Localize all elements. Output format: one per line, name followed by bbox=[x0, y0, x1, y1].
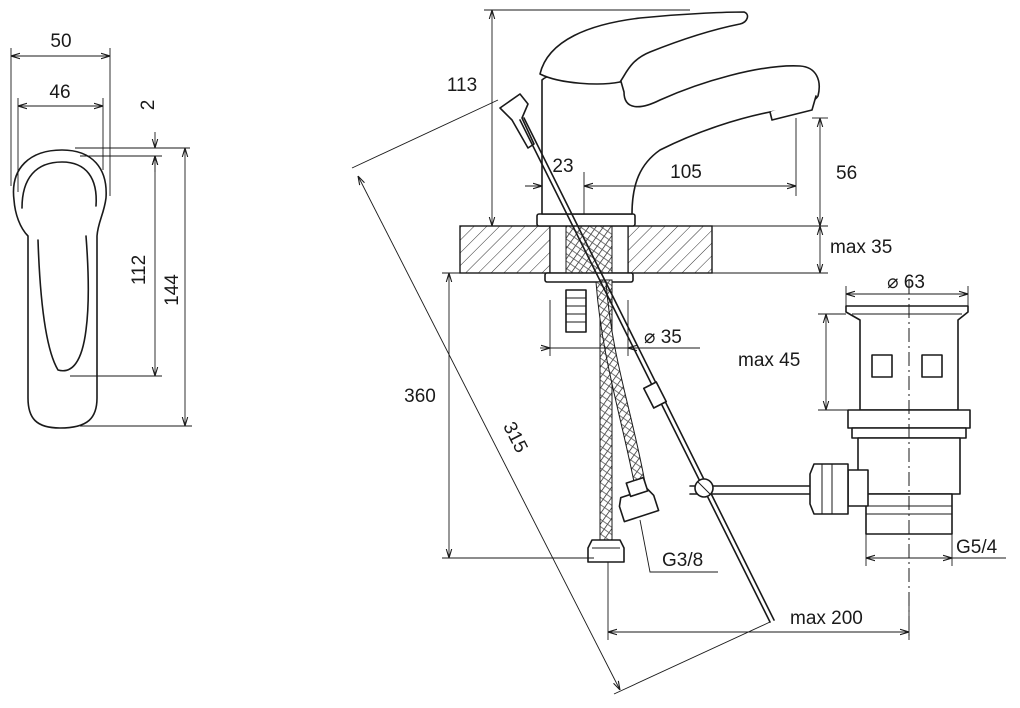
dim-handle-width-inner: 46 bbox=[49, 82, 70, 103]
dim-handle-width-outer: 50 bbox=[50, 31, 71, 52]
faucet-body bbox=[499, 11, 820, 215]
dim-counter-thickness: max 35 bbox=[830, 237, 892, 258]
dim-faucet-height: 113 bbox=[447, 75, 477, 96]
supply-hoses bbox=[565, 279, 660, 563]
dim-drain-diameter: ⌀ 63 bbox=[887, 272, 925, 293]
dim-handle-height-inner: 112 bbox=[129, 255, 150, 285]
dim-rod-reach: max 200 bbox=[790, 608, 863, 629]
dim-handle-offset: 2 bbox=[138, 100, 159, 111]
dim-rod-length: 315 bbox=[498, 419, 531, 457]
dim-hole-diameter: ⌀ 35 bbox=[644, 327, 682, 348]
drain-assembly bbox=[809, 280, 971, 640]
handle-front-view: 50 46 2 112 144 bbox=[10, 31, 192, 429]
dim-spout-projection: 105 bbox=[670, 162, 702, 183]
dim-drain-height: max 45 bbox=[738, 350, 800, 371]
faucet-dimensions: 113 23 105 56 max 35 ⌀ 35 315 360 bbox=[351, 9, 910, 695]
countertop-section bbox=[459, 213, 713, 283]
drain-dimensions: ⌀ 63 max 45 G5/4 bbox=[738, 272, 1006, 566]
dim-hose-thread: G3/8 bbox=[662, 550, 703, 571]
dim-handle-height-outer: 144 bbox=[162, 274, 183, 306]
dim-drain-thread: G5/4 bbox=[956, 537, 998, 558]
dim-body-offset: 23 bbox=[552, 156, 573, 177]
dim-spout-height: 56 bbox=[836, 163, 857, 184]
dim-hose-length: 360 bbox=[404, 386, 436, 407]
